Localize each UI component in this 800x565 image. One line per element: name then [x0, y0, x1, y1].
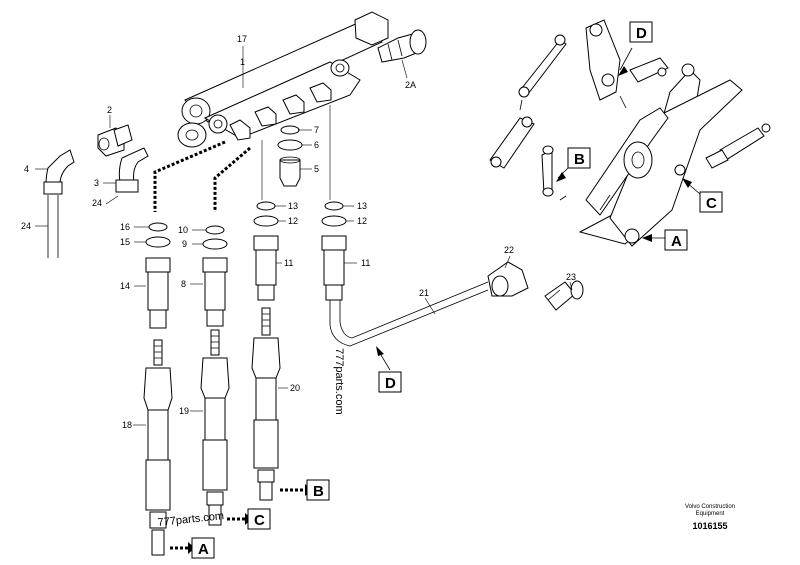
callout-11-right: 11	[361, 258, 370, 268]
ref-box-D-upper	[629, 21, 653, 43]
callout-4: 4	[24, 164, 29, 174]
adapter-column-3	[251, 201, 281, 501]
ref-box-A-lower	[191, 537, 215, 559]
callout-2A: 2A	[405, 80, 416, 90]
brand-line-1: Volvo Construction	[685, 504, 735, 510]
callout-15: 15	[120, 237, 130, 247]
dashed-link-left	[153, 140, 226, 212]
callout-14: 14	[120, 281, 130, 291]
callout-3: 3	[94, 178, 99, 188]
watermark-vertical: 777parts.com	[333, 348, 345, 415]
callout-18: 18	[122, 420, 132, 430]
ref-box-C-upper	[699, 191, 723, 213]
callout-16: 16	[120, 222, 130, 232]
ref-box-D-lower	[378, 371, 402, 393]
leader-lines	[35, 46, 573, 426]
adapter-column-2	[200, 225, 230, 526]
ref-label-C-lower: C	[254, 512, 265, 529]
callout-24-lower: 24	[21, 221, 31, 231]
ref-label-A-lower: A	[198, 541, 209, 558]
callout-23: 23	[566, 272, 576, 282]
ref-label-D-lower: D	[385, 375, 396, 392]
callout-17: 17	[237, 34, 247, 44]
watermark-horizontal: 777parts.com	[157, 510, 225, 529]
callout-9: 9	[182, 239, 187, 249]
ref-label-A-upper: A	[671, 233, 682, 250]
left-fittings	[43, 124, 149, 258]
callout-12-right: 12	[357, 216, 367, 226]
adapter-column-1	[143, 222, 173, 556]
ref-box-A-upper	[664, 229, 688, 251]
manifold-block	[177, 11, 427, 148]
callout-24-upper: 24	[92, 198, 102, 208]
callout-5: 5	[314, 164, 319, 174]
callout-labels: 17 1 2A 2 4 3 24 24 7 6 5 16 15 10 9 13 …	[21, 34, 576, 430]
callout-2: 2	[107, 105, 112, 115]
figure-number: 1016155	[692, 521, 727, 531]
callout-6: 6	[314, 140, 319, 150]
ref-label-B-upper: B	[574, 151, 585, 168]
tube-21	[329, 261, 584, 347]
callout-12-left: 12	[288, 216, 298, 226]
reference-markers: D B C A D B C A	[170, 21, 723, 559]
callout-10: 10	[178, 225, 188, 235]
callout-13-right: 13	[357, 201, 367, 211]
machine-arm-detail	[489, 19, 771, 247]
adapter-column-4	[321, 201, 347, 301]
callout-11-left: 11	[284, 258, 293, 268]
seals-center	[277, 125, 303, 187]
callout-13-left: 13	[288, 201, 298, 211]
ref-box-B-lower	[306, 479, 330, 501]
ref-label-C-upper: C	[706, 195, 717, 212]
brand-line-2: Equipment	[696, 511, 725, 517]
dashed-link-right	[213, 146, 251, 212]
callout-22: 22	[504, 245, 514, 255]
callout-7: 7	[314, 125, 319, 135]
ref-box-C-lower	[247, 508, 271, 530]
callout-19: 19	[179, 406, 189, 416]
callout-21: 21	[419, 288, 429, 298]
ref-box-B-upper	[567, 147, 591, 169]
ref-label-D-upper: D	[636, 25, 647, 42]
callout-20: 20	[290, 383, 300, 393]
ref-label-B-lower: B	[313, 483, 324, 500]
callout-8: 8	[181, 279, 186, 289]
callout-1: 1	[240, 57, 245, 67]
